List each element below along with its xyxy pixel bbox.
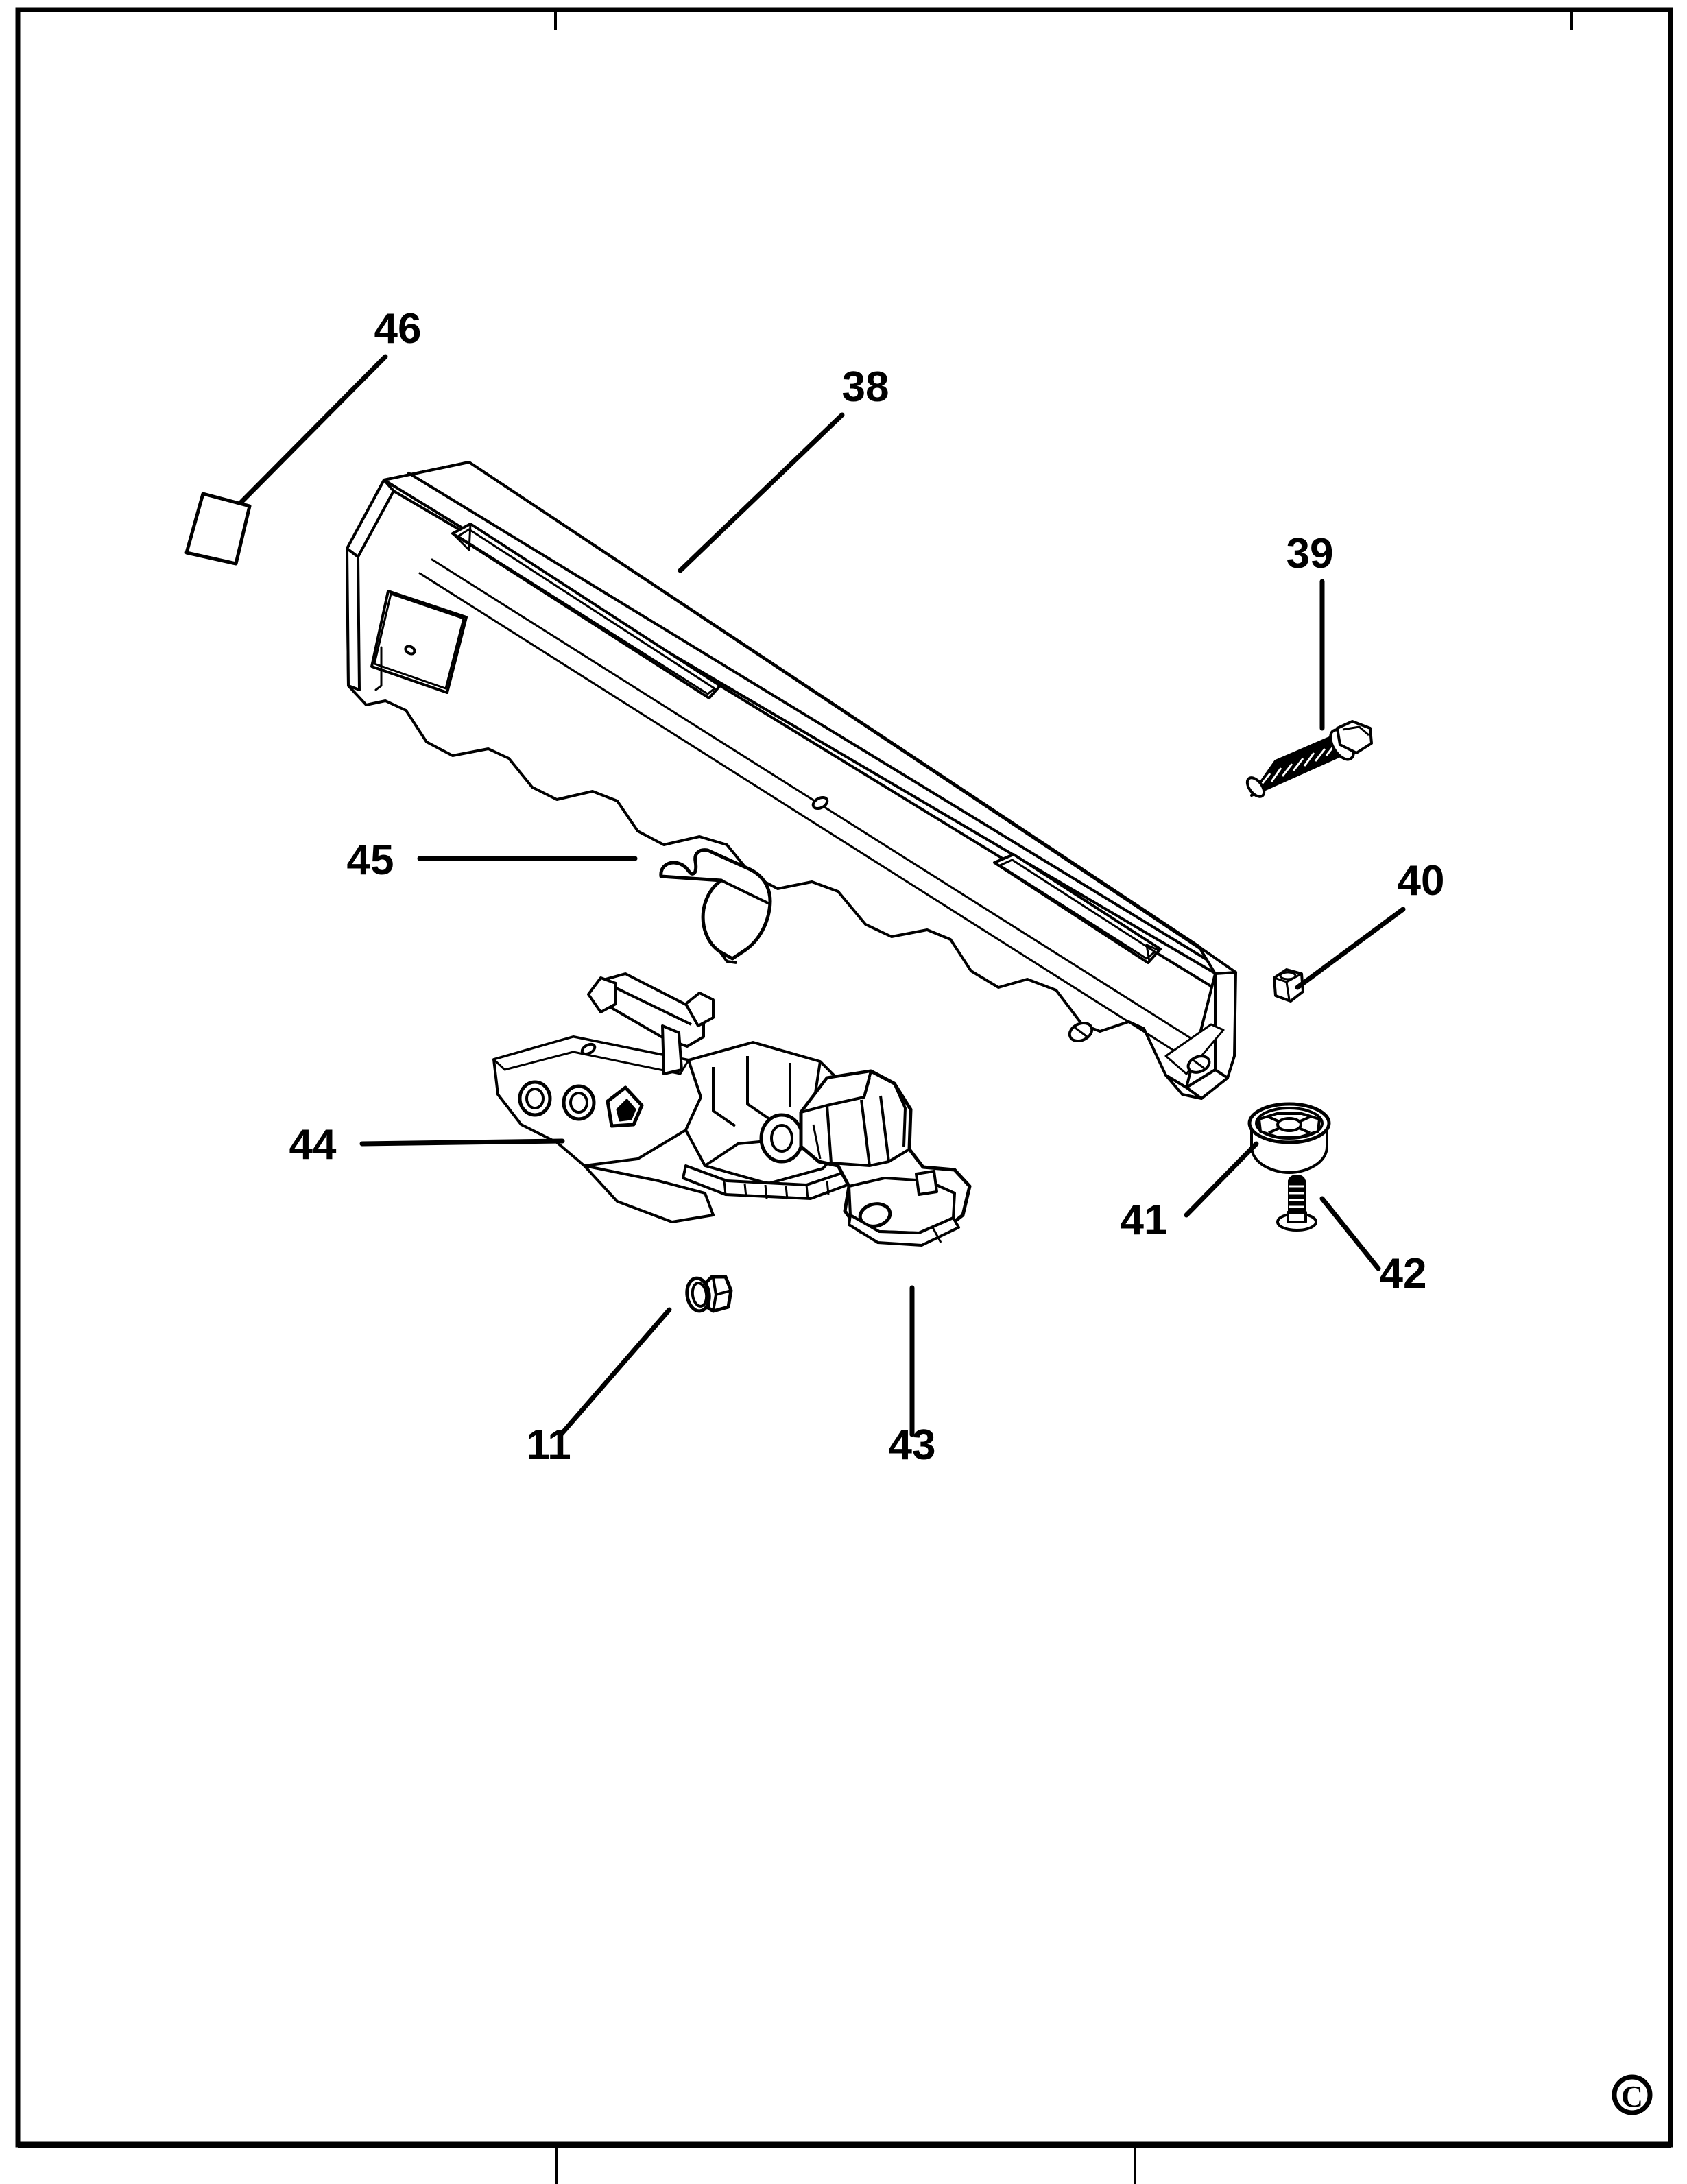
beam-left-chamfer [374, 646, 383, 691]
callout-label-45: 45 [347, 837, 394, 884]
carriage-boss-2-bore [569, 1092, 588, 1114]
leader-41 [1184, 1141, 1259, 1218]
carriage-rib-1 [712, 1067, 737, 1127]
callout-leader-lines [239, 354, 1406, 1437]
carriage-lever-under-edge [611, 1007, 665, 1040]
callout-label-44: 44 [289, 1121, 337, 1168]
carriage-front-deck [492, 1035, 690, 1075]
label-plate-face [184, 492, 252, 566]
carriage-roller-bore [770, 1124, 793, 1153]
hexnut-40-bore [1279, 971, 1297, 981]
part-42-flange-bolt [1276, 1175, 1317, 1232]
beam-left-pocket-inner [373, 592, 465, 690]
bolt-thread-marks [1289, 1185, 1304, 1208]
beam-foot-right-face [1214, 971, 1237, 1079]
beam-groove-line-1 [418, 572, 1206, 1071]
callout-label-43: 43 [889, 1421, 936, 1469]
part-45-forked-spring-clip [659, 848, 772, 964]
part-38-main-beam-rail [346, 461, 1237, 1100]
beam-small-notch [811, 795, 829, 811]
part-11-hex-lock-nut [685, 1275, 733, 1313]
carriage-lever-hole [580, 1042, 597, 1056]
copyright-circle [1612, 2074, 1653, 2115]
carriage-rib-2 [746, 1056, 775, 1123]
hinge-bottom-lip [848, 1214, 960, 1247]
hinge-pin-bore [858, 1202, 892, 1228]
part-40-hex-nut [1273, 968, 1304, 1003]
screw-tip-end [1245, 776, 1266, 798]
hinge-center-rib-1 [860, 1099, 871, 1166]
carriage-lever-pivot-left [587, 976, 617, 1013]
beam-left-edge-strip [346, 547, 361, 691]
screw-head-facets [1342, 725, 1369, 736]
copyright-mark: C [1612, 2074, 1653, 2115]
beam-foot-hole-mark [1192, 1059, 1206, 1070]
leader-42 [1319, 1196, 1381, 1271]
callout-label-11: 11 [526, 1421, 571, 1469]
beam-left-small-hole [404, 645, 416, 656]
copyright-letter: C [1621, 2080, 1643, 2113]
hinge-left-fold [826, 1105, 833, 1164]
beam-slot-upper-endchamfer [451, 523, 472, 551]
beam-slot-lower-endchamfer [1145, 944, 1160, 963]
callout-numbers: 46 38 39 40 45 44 41 42 11 43 [289, 305, 1445, 1469]
beam-left-pocket [370, 590, 468, 694]
callout-label-39: 39 [1287, 530, 1334, 577]
carriage-lower-skirt [583, 1164, 715, 1223]
beam-mid-hole-mark [1074, 1027, 1088, 1037]
beam-slot-lower-inner [998, 859, 1156, 960]
leader-44 [359, 1138, 565, 1147]
leader-38 [678, 412, 845, 573]
carriage-boss-1-bore [525, 1088, 545, 1109]
callout-label-42: 42 [1380, 1250, 1427, 1297]
hinge-left-edge-2 [812, 1124, 822, 1160]
part-46-label-plate [184, 492, 252, 566]
leader-46 [239, 354, 388, 505]
callout-label-40: 40 [1398, 857, 1445, 904]
foot-spoke-1 [1267, 1115, 1280, 1123]
callout-label-41: 41 [1121, 1197, 1168, 1244]
part-43-curved-hinge-bracket [799, 1069, 972, 1247]
beam-foot-bottom-tab [1164, 1074, 1203, 1100]
foot-spoke-2 [1298, 1115, 1312, 1123]
beam-top-edge-line [407, 472, 1236, 978]
carriage-lever-pivot-right [684, 992, 715, 1027]
hinge-right-fold [893, 1083, 907, 1147]
leader-11 [558, 1307, 672, 1437]
beam-slot-upper-inner [457, 528, 716, 695]
bolt-dome-top [1288, 1175, 1306, 1182]
carriage-arrow-glyph [616, 1099, 636, 1122]
hinge-rib-top [863, 1077, 871, 1098]
drawing-frame [15, 7, 1673, 2184]
clip-bottom-edge [719, 950, 737, 964]
foot-center-bore [1276, 1117, 1302, 1132]
beam-foot-cavity [1164, 1023, 1225, 1075]
hinge-lip-mark [931, 1227, 942, 1243]
part-39-threaded-screw [1245, 720, 1373, 798]
callout-label-46: 46 [374, 305, 422, 352]
bolt-head-collar [1287, 1211, 1307, 1223]
hexnut-40-center-edge [1285, 981, 1291, 1000]
locknut-facet-2 [715, 1289, 732, 1296]
foot-spoke-4 [1298, 1127, 1311, 1134]
clip-top-edge [660, 875, 722, 882]
hinge-center-rib-2 [879, 1095, 890, 1162]
clip-fold-line [721, 879, 770, 905]
hinge-mid-step [830, 1148, 911, 1167]
leader-40 [1295, 907, 1406, 990]
locknut-facet-3 [705, 1280, 710, 1308]
part-41-rubber-foot [1247, 1102, 1331, 1174]
locknut-bore [691, 1282, 708, 1308]
carriage-lever-link [661, 1024, 683, 1075]
hinge-barrel-tab [915, 1170, 938, 1196]
callout-label-38: 38 [842, 363, 889, 411]
foot-spoke-3 [1268, 1127, 1280, 1134]
